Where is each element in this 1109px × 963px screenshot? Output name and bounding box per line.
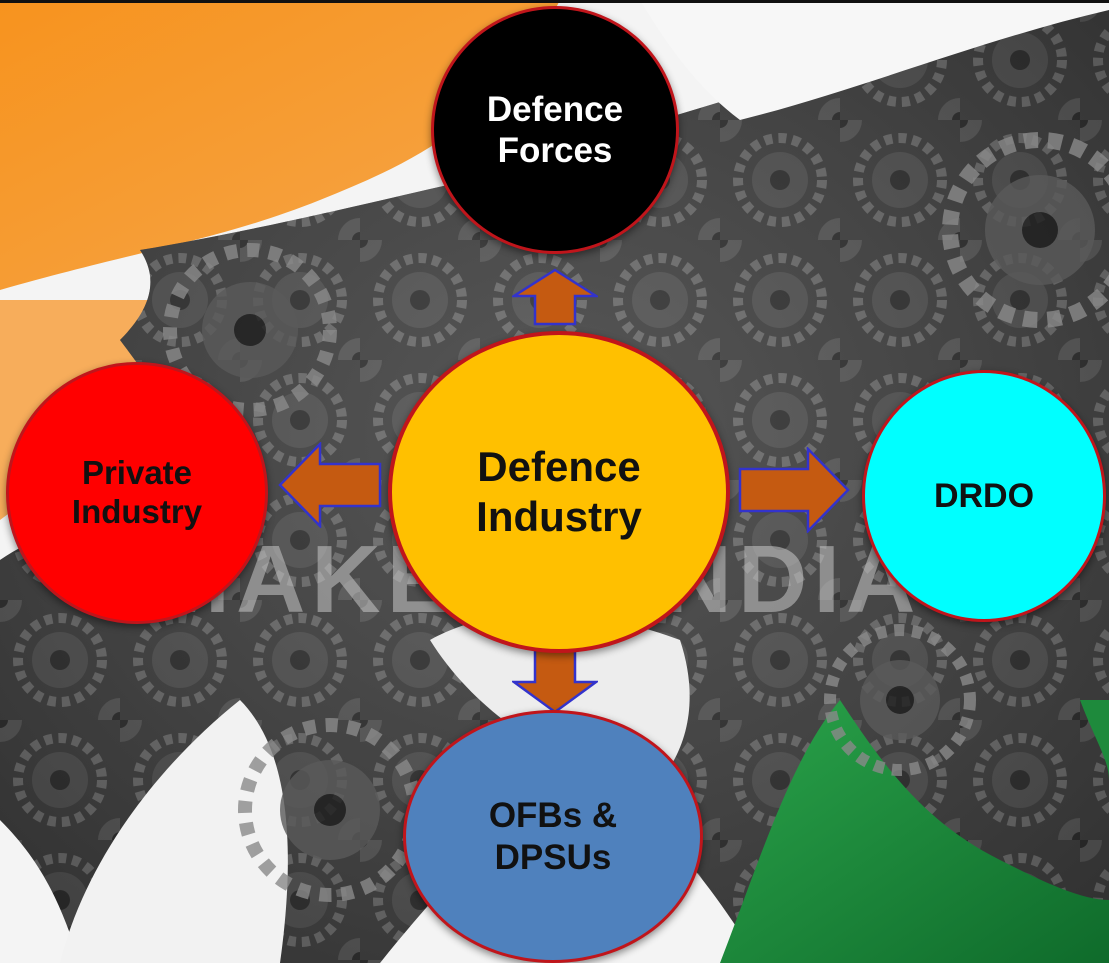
node-drdo-label: DRDO xyxy=(933,476,1035,515)
top-border-line xyxy=(0,0,1109,3)
white-patch-top xyxy=(640,0,1109,120)
node-defence-forces: Defence Forces xyxy=(431,6,679,254)
green-band-right xyxy=(1080,700,1109,780)
node-private-industry-label: Private Industry xyxy=(71,454,203,530)
arrow-left xyxy=(278,442,382,528)
node-drdo: DRDO xyxy=(862,370,1106,622)
white-patch-lower-left xyxy=(60,700,288,963)
arrow-right xyxy=(738,447,850,533)
arrow-up xyxy=(512,268,598,326)
decor-gear-left xyxy=(163,243,337,417)
saffron-band xyxy=(0,0,560,290)
node-private-industry: Private Industry xyxy=(6,362,268,624)
node-defence-forces-label: Defence Forces xyxy=(486,89,624,170)
node-ofbs-dpsus: OFBs & DPSUs xyxy=(403,710,703,963)
decor-gear-right xyxy=(942,132,1109,328)
green-band xyxy=(720,700,1109,963)
node-defence-industry-label: Defence Industry xyxy=(476,443,642,540)
arrow-down xyxy=(512,644,598,714)
node-ofbs-dpsus-label: OFBs & DPSUs xyxy=(488,796,618,877)
node-defence-industry: Defence Industry xyxy=(388,331,730,653)
decor-gear-mid-right xyxy=(824,624,976,776)
